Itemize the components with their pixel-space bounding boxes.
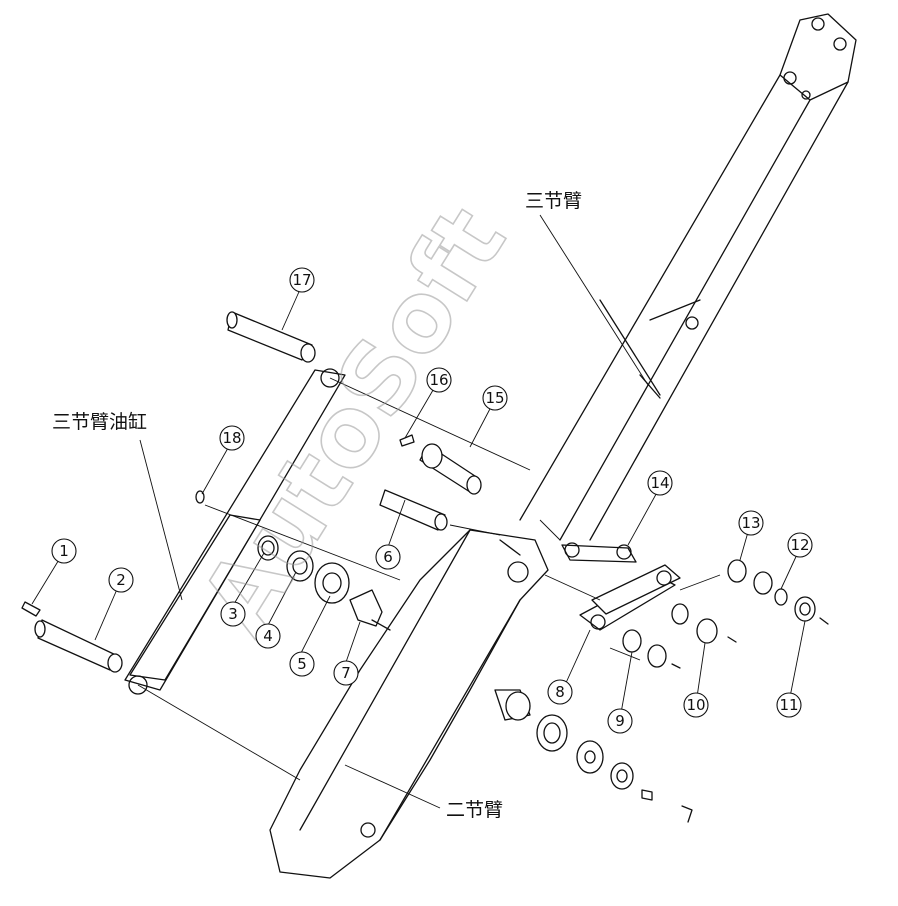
callout-number: 11 [779,696,798,714]
callout-14: 14 [647,470,673,496]
third-arm-cylinder-body [124,368,346,695]
callout-number: 14 [650,474,669,492]
label-third-arm: 三节臂 [525,190,582,212]
callout-number: 3 [228,605,238,623]
callout-3: 3 [220,601,246,627]
callout-15: 15 [482,385,508,411]
callout-2: 2 [108,567,134,593]
callout-4: 4 [255,623,281,649]
callout-number: 16 [429,371,448,389]
label-third-arm-cylinder: 三节臂油缸 [52,411,147,433]
callout-8: 8 [547,679,573,705]
explosion-lines [137,377,721,781]
callout-7: 7 [333,660,359,686]
callout-number: 10 [686,696,705,714]
label-second-arm: 二节臂 [446,799,503,821]
callout-number: 1 [59,542,69,560]
callout-number: 13 [741,514,760,532]
hub-parts-3-4-5-7 [257,535,391,631]
callout-number: 5 [297,655,307,673]
callout-number: 9 [615,712,625,730]
pin-2 [34,619,123,673]
callout-16: 16 [426,367,452,393]
callout-11: 11 [776,692,802,718]
callout-6: 6 [375,544,401,570]
callout-number: 8 [555,683,565,701]
callout-number: 7 [341,664,351,682]
callout-number: 6 [383,548,393,566]
leader-lines [31,214,806,809]
part-1-bolt [21,601,41,617]
second-arm-body [269,529,549,879]
callout-12: 12 [787,532,813,558]
callout-13: 13 [738,510,764,536]
callout-17: 17 [289,267,315,293]
callout-number: 15 [485,389,504,407]
bushings-9-13 [622,559,829,669]
callout-number: 12 [790,536,809,554]
callout-1: 1 [51,538,77,564]
pin-17 [226,311,316,363]
third-arm-body [519,13,857,541]
callout-number: 2 [116,571,126,589]
callout-number: 17 [292,271,311,289]
pins-6-15-16 [379,434,482,531]
callout-number: 4 [263,627,273,645]
callout-5: 5 [289,651,315,677]
callout-number: 18 [222,429,241,447]
callout-9: 9 [607,708,633,734]
lower-pivot-assembly [494,689,693,823]
callout-10: 10 [683,692,709,718]
callout-18: 18 [219,425,245,451]
links-8-14 [561,542,681,631]
